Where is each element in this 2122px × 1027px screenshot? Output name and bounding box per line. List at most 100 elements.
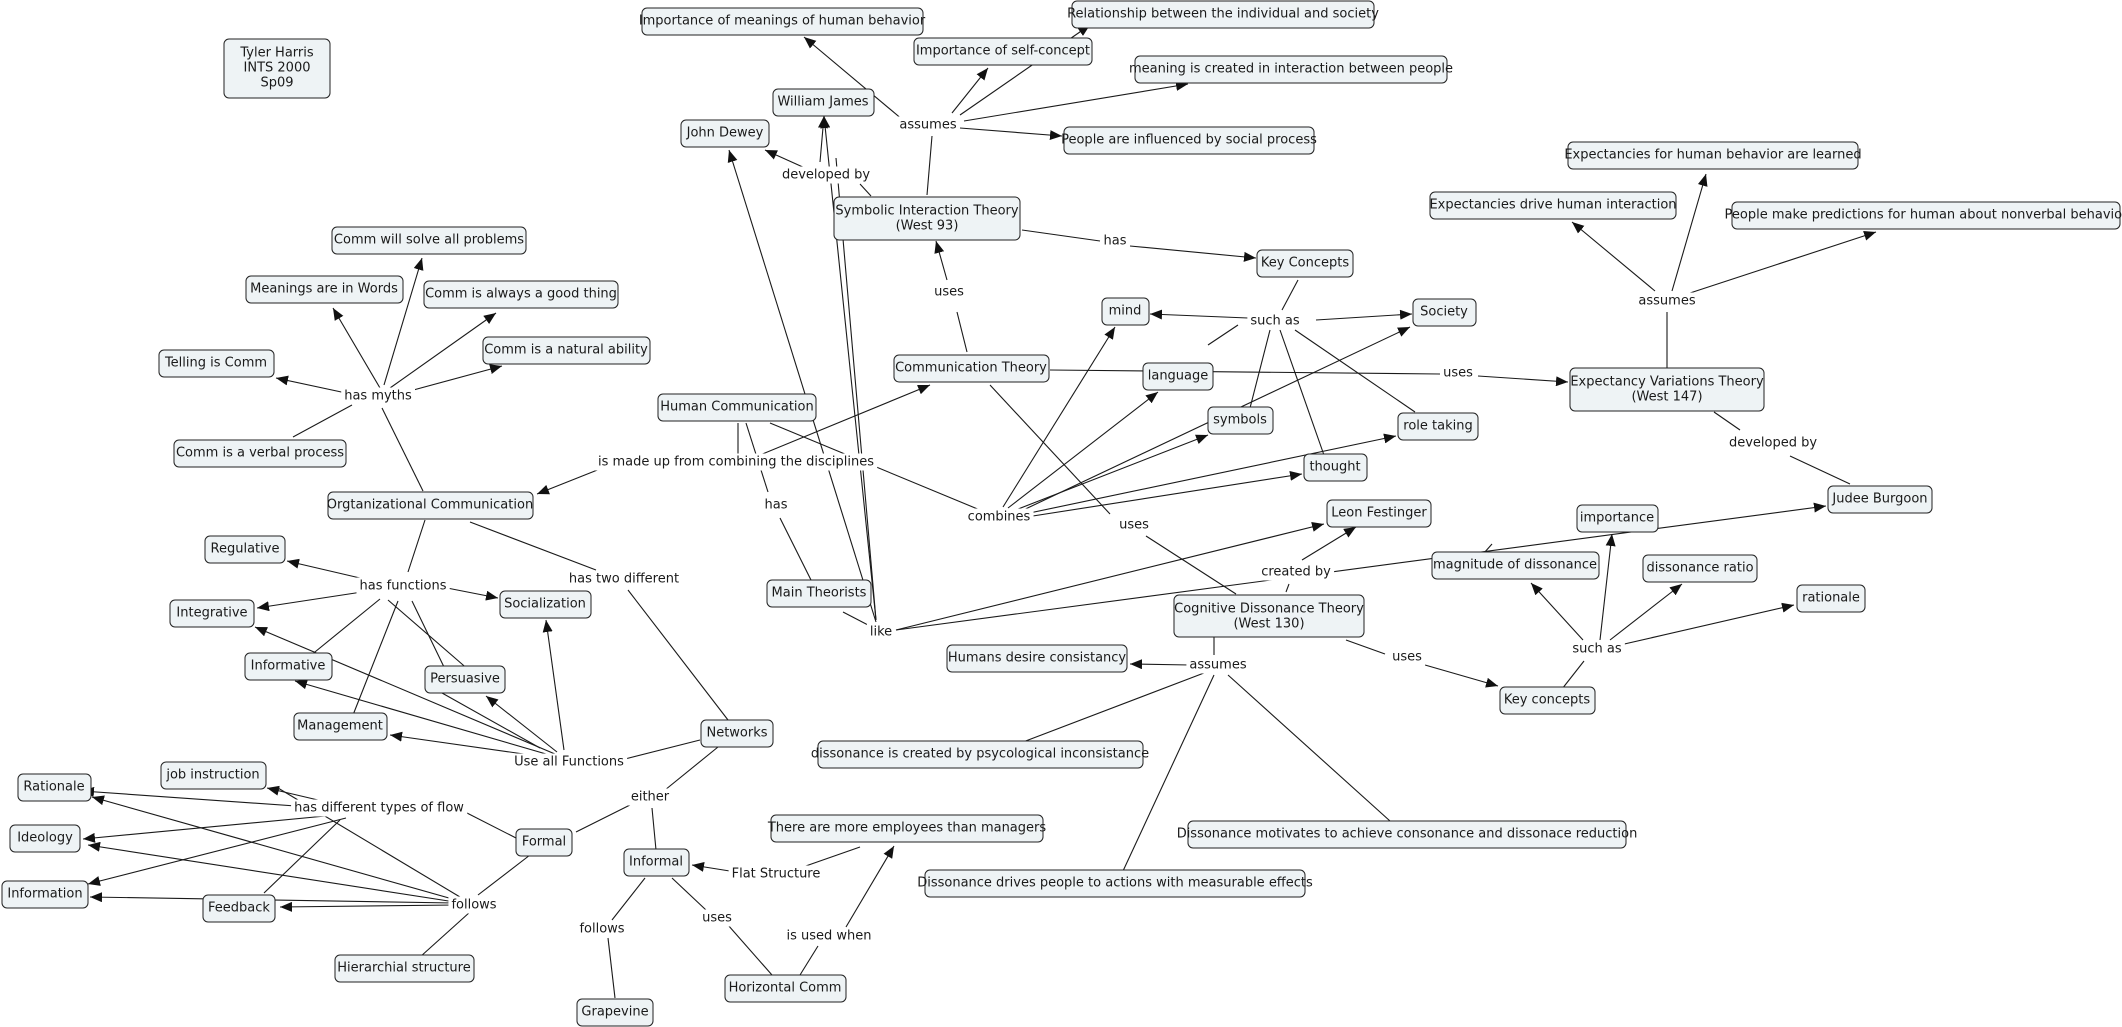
concept-importance-meanings[interactable]: Importance of meanings of human behavior [639,7,926,36]
concept-informal[interactable]: Informal [623,848,690,877]
concept-dissonance-drives[interactable]: Dissonance drives people to actions with… [917,869,1313,898]
concept-influenced-social[interactable]: People are influenced by social process [1061,126,1317,155]
concept-feedback[interactable]: Feedback [202,894,276,923]
link-label: either [631,790,670,805]
concept-label: dissonance is created by psycological in… [811,747,1149,762]
concept-label: Symbolic Interaction Theory [835,204,1018,219]
concept-symbols[interactable]: symbols [1207,406,1274,435]
link-label-background [778,166,874,184]
concept-language[interactable]: language [1142,362,1214,391]
concept-hierarchial[interactable]: Hierarchial structure [334,954,475,983]
concept-informative[interactable]: Informative [244,652,333,681]
concept-importance-self[interactable]: Importance of self-concept [913,37,1093,66]
concept-main-theorists[interactable]: Main Theorists [766,579,872,608]
concept-judee-burgoon[interactable]: Judee Burgoon [1827,485,1933,514]
concept-role-taking[interactable]: role taking [1397,412,1479,441]
concept-comm-natural[interactable]: Comm is a natural ability [482,336,651,365]
concept-label: Regulative [211,542,280,557]
concept-meanings-words[interactable]: Meanings are in Words [245,275,404,304]
concept-ideology[interactable]: Ideology [9,824,81,853]
concept-regulative[interactable]: Regulative [204,535,286,564]
concept-persuasive[interactable]: Persuasive [424,665,506,694]
concept-label: Comm is always a good thing [425,287,617,302]
link-label-background [576,920,628,938]
concept-dissonance-created[interactable]: dissonance is created by psycological in… [811,740,1149,769]
concept-dissonance-ratio[interactable]: dissonance ratio [1642,554,1758,583]
concept-importance[interactable]: importance [1576,504,1659,533]
concept-label: Society [1420,305,1468,320]
concept-human-communication[interactable]: Human Communication [657,393,817,422]
concept-humans-desire[interactable]: Humans desire consistancy [946,644,1128,673]
concept-relationship-individual[interactable]: Relationship between the individual and … [1067,0,1379,29]
concept-management[interactable]: Management [293,712,388,741]
link-label: follows [579,922,624,937]
concept-job-instruction[interactable]: job instruction [160,761,267,790]
link-label: Flat Structure [732,867,821,882]
concept-label: John Dewey [686,126,764,141]
concept-integrative[interactable]: Integrative [169,599,255,628]
concept-expectancies-drive[interactable]: Expectancies drive human interaction [1429,191,1677,220]
concept-meaning-created[interactable]: meaning is created in interaction betwee… [1129,55,1453,84]
concept-cognitive-dissonance[interactable]: Cognitive Dissonance Theory (West 130) [1173,594,1365,638]
concept-key-concepts-top[interactable]: Key Concepts [1256,249,1354,278]
concept-label: Persuasive [430,672,500,687]
concept-socialization[interactable]: Socialization [499,590,592,619]
concept-mind[interactable]: mind [1101,297,1150,326]
link-label-background [761,496,791,514]
concept-expectancies-learned[interactable]: Expectancies for human behavior are lear… [1564,141,1862,170]
link-label: such as [1250,314,1299,329]
concept-label: There are more employees than managers [767,821,1047,836]
link-label-background [783,927,875,945]
link-label-background [964,508,1034,526]
concept-label: thought [1309,460,1360,475]
concept-label: Expectancies for human behavior are lear… [1564,148,1861,163]
link-label: has myths [344,389,412,404]
link-label: uses [1443,366,1473,381]
connection-lines [81,24,1877,999]
concept-expectancy-violations[interactable]: Expectancy Variations Theory (West 147) [1569,367,1765,412]
concept-label: Hierarchial structure [337,961,470,976]
concept-comm-good[interactable]: Comm is always a good thing [423,280,619,309]
concept-comm-verbal[interactable]: Comm is a verbal process [173,439,347,468]
concept-thought[interactable]: thought [1303,453,1368,482]
link-label-background [565,570,683,588]
concept-william-james[interactable]: William James [772,88,875,117]
concept-key-concepts-right[interactable]: Key concepts [1499,686,1596,715]
concept-symbolic-interaction[interactable]: Symbolic Interaction Theory (West 93) [833,196,1021,241]
concept-label: Human Communication [660,400,813,415]
concept-label: Ideology [17,831,73,846]
concept-rationale-left[interactable]: Rationale [17,773,92,802]
concept-dissonance-motivates[interactable]: Dissonance motivates to achieve consonan… [1177,820,1638,849]
concept-leon-festinger[interactable]: Leon Festinger [1326,499,1432,528]
link-label-background [1247,312,1303,330]
concept-label: Grapevine [581,1005,648,1020]
concept-label: (West 130) [1233,617,1304,632]
concept-org-comm[interactable]: Orgtanizational Communication [327,491,534,520]
link-label-background [931,283,968,301]
link-label-background [448,896,500,914]
concept-comm-solve[interactable]: Comm will solve all problems [331,226,527,255]
concept-networks[interactable]: Networks [700,719,774,748]
concept-horizontal-comm[interactable]: Horizontal Comm [724,974,847,1003]
concept-label: Horizontal Comm [729,981,842,996]
link-label-background [1725,434,1821,452]
link-label: has different types of flow [294,801,464,816]
concept-john-dewey[interactable]: John Dewey [680,119,770,148]
author-course: INTS 2000 [244,61,311,76]
concept-rationale-right[interactable]: rationale [1796,584,1866,613]
concept-grapevine[interactable]: Grapevine [576,998,654,1027]
concept-label: Leon Festinger [1331,506,1427,521]
concept-formal[interactable]: Formal [515,828,573,857]
concept-society[interactable]: Society [1412,298,1477,327]
concept-people-predictions[interactable]: People make predictions for human about … [1725,201,2122,230]
concept-more-employees[interactable]: There are more employees than managers [767,814,1047,843]
link-label-background [1116,516,1153,534]
concept-author-info[interactable]: Tyler Harris INTS 2000 Sp09 [223,38,331,99]
concept-label: Importance of meanings of human behavior [639,14,926,29]
concept-communication-theory[interactable]: Communication Theory [893,354,1050,383]
concept-label: Comm is a verbal process [176,446,344,461]
concept-magnitude[interactable]: magnitude of dissonance [1431,551,1600,580]
concept-information[interactable]: Information [1,880,89,909]
concept-telling[interactable]: Telling is Comm [158,349,275,378]
